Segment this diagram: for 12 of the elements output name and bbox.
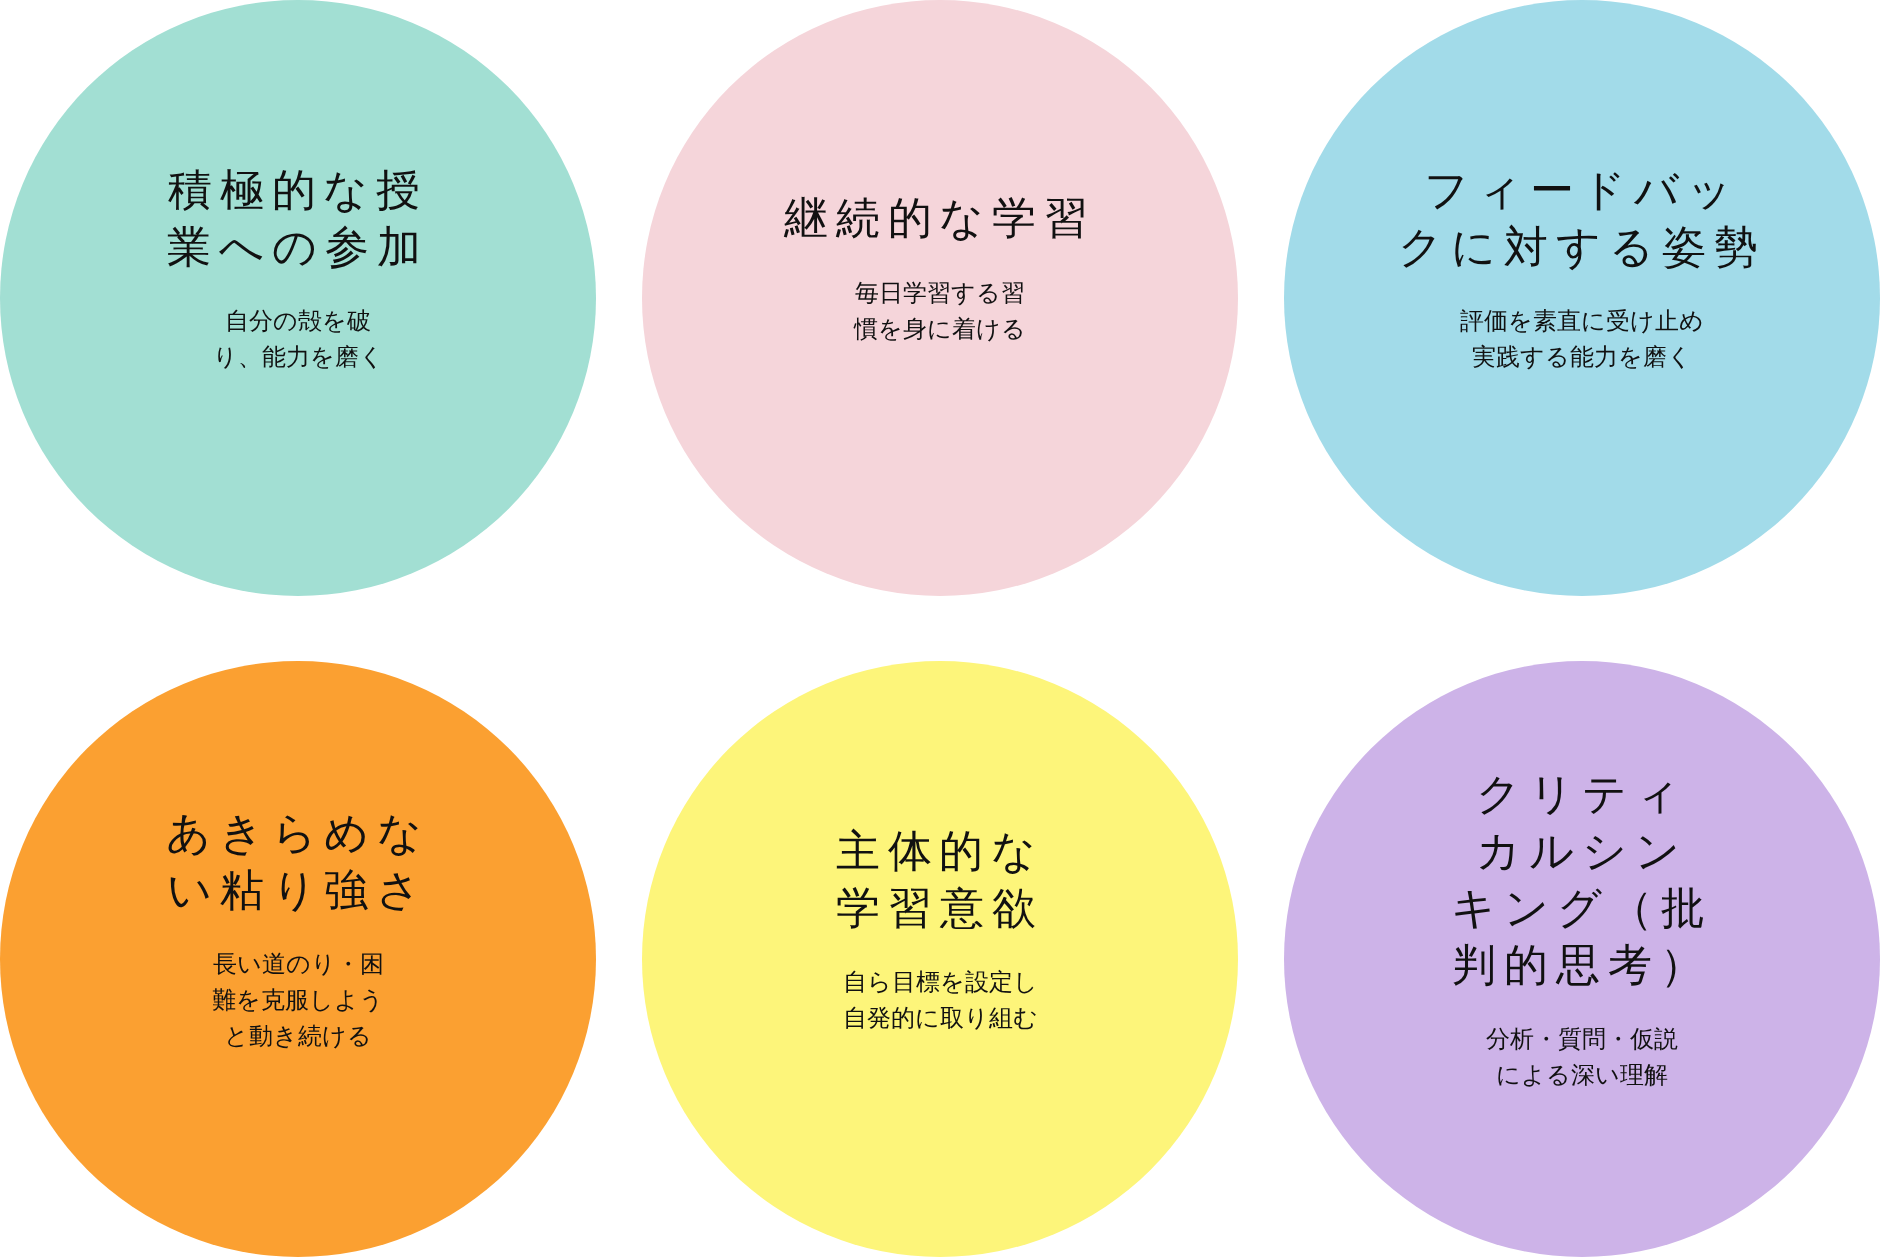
topic-heading: 主体的な学習意欲	[834, 823, 1046, 935]
topic-heading: あきらめない粘り強さ	[164, 805, 432, 917]
topic-description: 毎日学習する習慣を身に着ける	[852, 277, 1027, 345]
topic-description: 分析・質問・仮説による深い理解	[1485, 1024, 1679, 1092]
topic-description: 自分の殻を破り、能力を磨く	[211, 306, 385, 374]
topic-heading: フィードバックに対する姿勢	[1397, 162, 1767, 274]
topic-heading: クリティカルシンキング（批判的思考）	[1449, 766, 1715, 993]
topic-heading: 継続的な学習	[783, 191, 1097, 246]
topic-description: 長い道のり・困難を克服しようと動き続ける	[211, 949, 385, 1053]
topic-description: 評価を素直に受け止め実践する能力を磨く	[1459, 306, 1705, 374]
topic-heading: 積極的な授業への参加	[166, 162, 430, 274]
topic-description: 自ら目標を設定し自発的に取り組む	[841, 967, 1039, 1035]
